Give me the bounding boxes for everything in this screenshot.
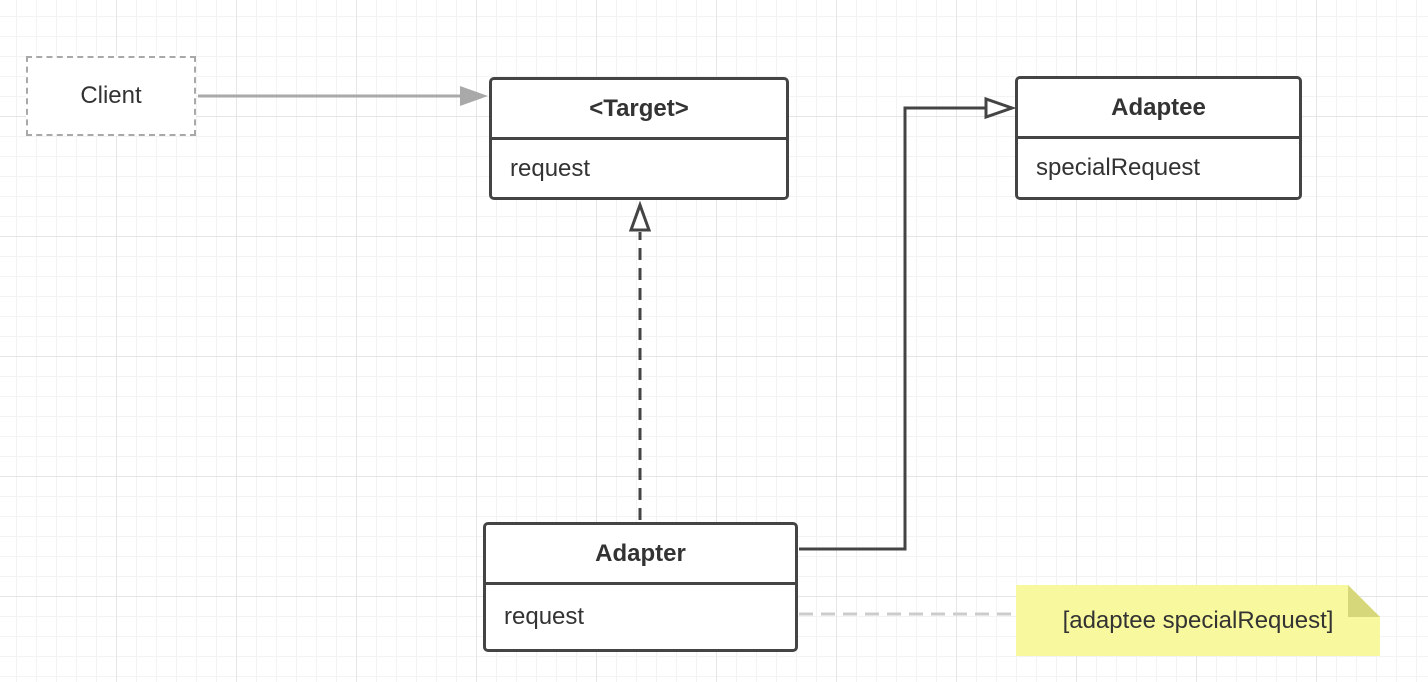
client-box[interactable]: Client	[26, 56, 196, 136]
adaptee-class-box[interactable]: Adaptee specialRequest	[1015, 76, 1302, 200]
note-text: [adaptee specialRequest]	[1062, 606, 1334, 634]
target-class-name: <Target>	[589, 94, 689, 122]
adapter-target-hollow-arrowhead	[628, 200, 652, 232]
target-class-methods: request	[492, 140, 786, 197]
adapter-class-box[interactable]: Adapter request	[483, 522, 798, 652]
note-fold-corner	[1348, 585, 1380, 617]
adapter-class-methods: request	[486, 585, 795, 649]
note-box[interactable]: [adaptee specialRequest]	[1016, 585, 1380, 656]
adapter-class-name: Adapter	[595, 539, 686, 567]
adapter-class-header: Adapter	[486, 525, 795, 585]
adaptee-class-name: Adaptee	[1111, 93, 1206, 121]
client-target-arrowhead	[460, 86, 488, 106]
adaptee-class-methods: specialRequest	[1018, 139, 1299, 197]
target-method-request: request	[510, 154, 591, 182]
adapter-method-request: request	[504, 603, 585, 630]
adapter-adaptee-association-line	[799, 106, 986, 551]
adapter-adaptee-hollow-arrowhead	[984, 96, 1017, 120]
adaptee-class-header: Adaptee	[1018, 79, 1299, 139]
target-class-header: <Target>	[492, 80, 786, 140]
client-label: Client	[80, 82, 142, 109]
target-class-box[interactable]: <Target> request	[489, 77, 789, 200]
adaptee-method-special-request: specialRequest	[1036, 154, 1201, 181]
